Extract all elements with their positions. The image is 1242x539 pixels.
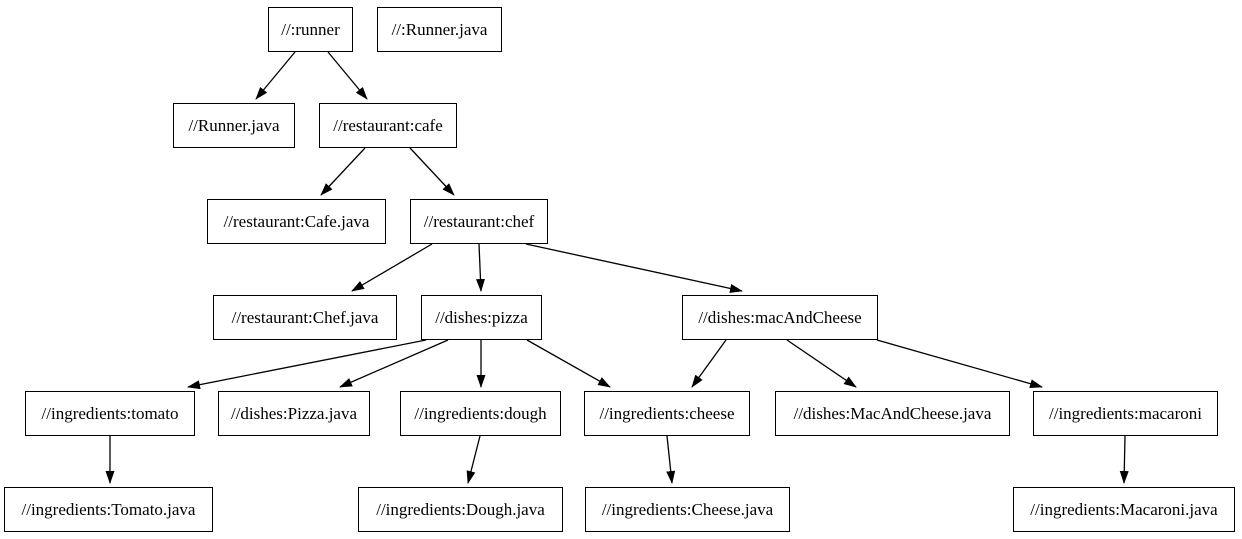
graph-edge-restaurant-cafe-to-restaurant-cafe-java — [320, 147, 366, 196]
graph-node-ingredients-tomato: //ingredients:tomato — [25, 391, 195, 436]
graph-edge-dishes-macandcheese-to-dishes-macandcheese-java — [786, 339, 857, 388]
graph-edge-dishes-macandcheese-to-ingredients-macaroni — [876, 339, 1043, 389]
graph-edge-dishes-pizza-to-dishes-pizza-java — [339, 339, 449, 388]
graph-edge-ingredients-dough-to-ingredients-dough-java — [466, 435, 481, 484]
graph-edge-ingredients-macaroni-to-ingredients-macaroni-java — [1119, 435, 1129, 484]
graph-node-ingredients-tomato-java: //ingredients:Tomato.java — [4, 487, 213, 532]
graph-node-dishes-pizza: //dishes:pizza — [421, 295, 542, 340]
graph-edge-dishes-pizza-to-ingredients-cheese — [526, 339, 611, 388]
graph-node-ingredients-macaroni-java: //ingredients:Macaroni.java — [1013, 487, 1235, 532]
graph-node-runner-target: //:runner — [268, 7, 353, 52]
graph-node-ingredients-macaroni: //ingredients:macaroni — [1033, 391, 1218, 436]
graph-node-dishes-macandcheese-java: //dishes:MacAndCheese.java — [775, 391, 1010, 436]
graph-edge-dishes-macandcheese-to-ingredients-cheese — [691, 339, 727, 388]
graph-edge-restaurant-chef-to-dishes-macandcheese — [525, 243, 743, 293]
graph-edge-runner-target-to-restaurant-cafe — [327, 51, 368, 100]
graph-node-ingredients-dough: //ingredients:dough — [400, 391, 561, 436]
graph-node-dishes-macandcheese: //dishes:macAndCheese — [682, 295, 878, 340]
graph-edge-ingredients-cheese-to-ingredients-cheese-java — [666, 435, 676, 484]
graph-edge-restaurant-chef-to-dishes-pizza — [475, 243, 485, 292]
graph-edge-restaurant-chef-to-restaurant-chef-java — [351, 243, 433, 292]
graph-node-dishes-pizza-java: //dishes:Pizza.java — [218, 391, 370, 436]
graph-node-restaurant-cafe: //restaurant:cafe — [319, 103, 457, 148]
graph-edge-runner-target-to-runner-java-file — [255, 51, 296, 100]
graph-node-runner-java-file: //Runner.java — [173, 103, 295, 148]
graph-node-ingredients-cheese: //ingredients:cheese — [584, 391, 750, 436]
graph-edge-restaurant-cafe-to-restaurant-chef — [409, 147, 455, 196]
graph-edge-dishes-pizza-to-ingredients-tomato — [187, 339, 427, 390]
graph-node-restaurant-chef-java: //restaurant:Chef.java — [213, 295, 397, 340]
graph-node-root-runner-java-file: //:Runner.java — [377, 7, 502, 52]
graph-node-ingredients-dough-java: //ingredients:Dough.java — [358, 487, 563, 532]
graph-node-ingredients-cheese-java: //ingredients:Cheese.java — [585, 487, 790, 532]
graph-node-restaurant-cafe-java: //restaurant:Cafe.java — [207, 199, 386, 244]
graph-node-restaurant-chef: //restaurant:chef — [410, 199, 548, 244]
